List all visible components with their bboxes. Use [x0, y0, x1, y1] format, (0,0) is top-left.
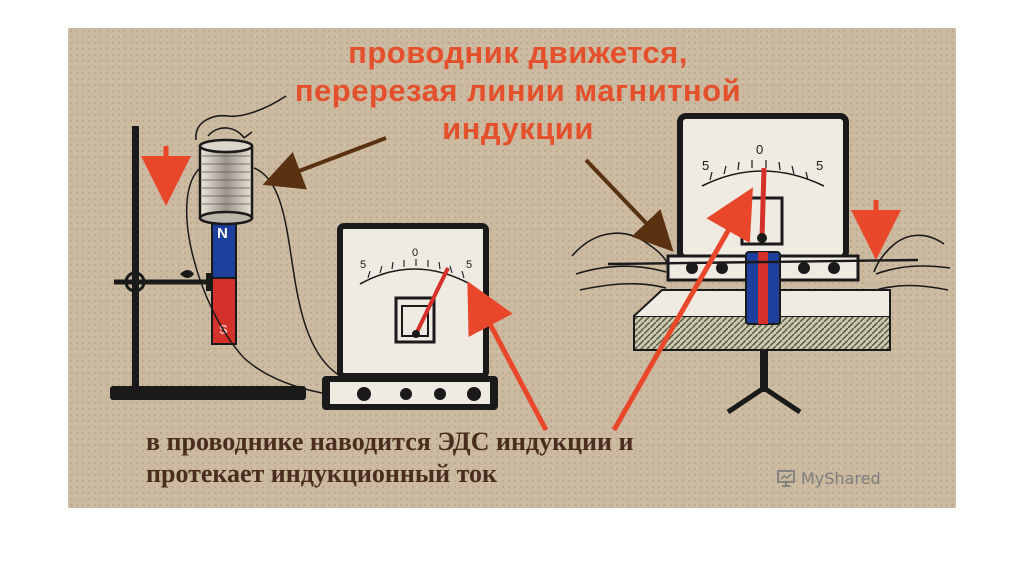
slide: N S	[68, 28, 956, 508]
caption-line-2: протекает индукционный ток	[146, 459, 498, 488]
induction-diagram: N S	[110, 95, 951, 432]
headline-line-1: проводник движется,	[348, 35, 688, 70]
left-meter-scale-zero: 0	[412, 247, 418, 259]
slide-caption: в проводнике наводится ЭДС индукции и пр…	[146, 426, 886, 490]
right-meter-scale-zero: 0	[756, 142, 763, 157]
watermark-text: MyShared	[801, 468, 881, 488]
magnet-north-label: N	[217, 225, 228, 242]
right-meter-scale-right: 5	[816, 158, 823, 173]
left-meter-scale-right: 5	[466, 259, 472, 271]
left-meter-scale-left: 5	[360, 259, 366, 271]
presentation-board-icon	[777, 470, 795, 487]
headline-line-2: перерезая линии магнитной	[294, 73, 742, 108]
watermark: MyShared	[776, 468, 881, 488]
headline-line-3: индукции	[442, 111, 594, 146]
left-galvanometer: 5 0 5	[322, 223, 498, 410]
pointer-arrows	[141, 136, 901, 432]
right-meter-scale-left: 5	[702, 158, 709, 173]
slide-headline: проводник движется, перерезая линии магн…	[148, 34, 888, 148]
caption-line-1: в проводнике наводится ЭДС индукции и	[146, 427, 634, 456]
right-galvanometer-apparatus: 5 0 5	[571, 113, 951, 415]
stand-and-magnet-apparatus: N S	[110, 95, 407, 401]
